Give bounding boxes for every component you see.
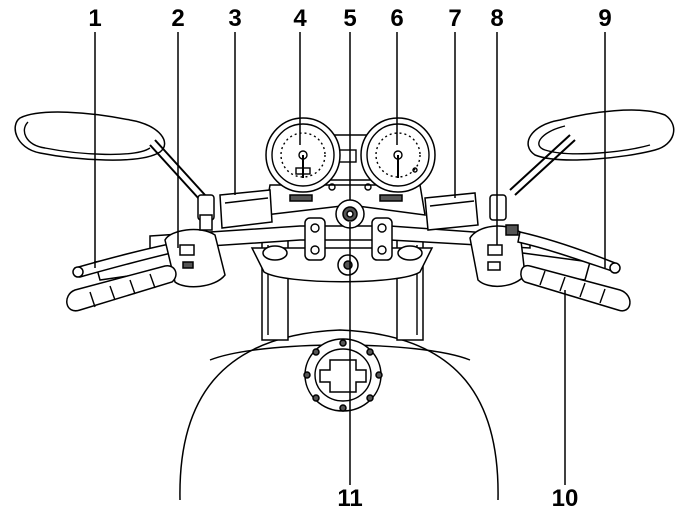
callout-11: 11 bbox=[337, 485, 362, 512]
clutch-fluid-reservoir-left bbox=[219, 189, 273, 229]
callout-5: 5 bbox=[343, 5, 356, 32]
callout-8: 8 bbox=[490, 5, 503, 32]
tachometer bbox=[360, 117, 436, 193]
front-brake-lever bbox=[517, 231, 621, 274]
left-mirror bbox=[14, 111, 206, 201]
front-brake-fluid-reservoir bbox=[424, 192, 479, 231]
callout-1: 1 bbox=[88, 5, 101, 32]
left-handlebar-switches bbox=[164, 194, 226, 288]
leader-lines bbox=[94, 32, 606, 485]
handlebar-clamps bbox=[304, 217, 393, 261]
triple-clamp bbox=[250, 245, 434, 283]
callout-4: 4 bbox=[293, 5, 307, 32]
right-handlebar-switches bbox=[469, 194, 526, 287]
main-switch bbox=[335, 199, 365, 229]
callout-10: 10 bbox=[552, 485, 579, 512]
left-grip bbox=[66, 265, 177, 312]
callout-2: 2 bbox=[171, 5, 184, 32]
callout-3: 3 bbox=[228, 5, 241, 32]
fuel-cap bbox=[303, 338, 383, 412]
right-mirror bbox=[509, 109, 675, 196]
callout-7: 7 bbox=[448, 5, 461, 32]
speedometer bbox=[265, 117, 341, 193]
throttle-grip bbox=[520, 264, 631, 312]
callout-9: 9 bbox=[598, 5, 611, 32]
callout-labels: 1 2 3 4 5 6 7 8 9 10 11 bbox=[88, 5, 611, 512]
callout-6: 6 bbox=[390, 5, 403, 32]
